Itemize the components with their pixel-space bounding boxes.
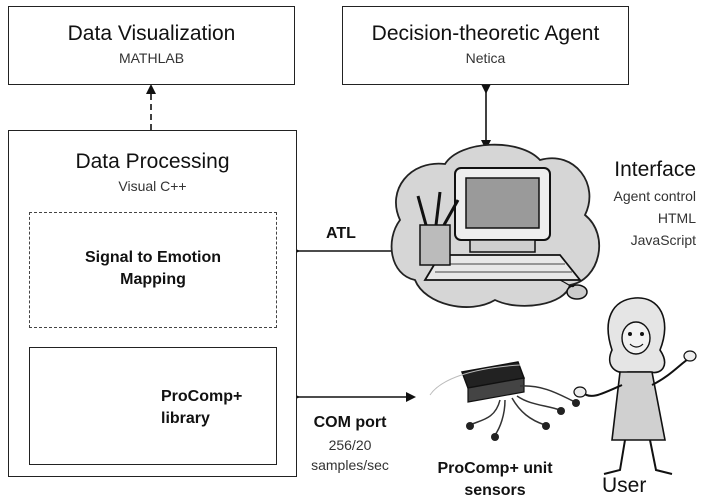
computer-icon	[390, 143, 601, 308]
interface-item-agent-control: Agent control	[613, 188, 697, 204]
com-port-rate: 256/20	[328, 437, 372, 453]
procomp-library-box: ProComp+ library	[29, 347, 277, 465]
user-icon	[573, 297, 697, 475]
atl-label: ATL	[326, 225, 356, 242]
procomp-unit-icon	[429, 361, 580, 441]
procomp-unit-label-line2: sensors	[464, 482, 526, 499]
signal-mapping-label-line1: Signal to Emotion	[85, 249, 221, 266]
signal-mapping-box: Signal to Emotion Mapping	[29, 212, 277, 328]
data-processing-subtitle: Visual C++	[118, 178, 187, 194]
user-label: User	[602, 474, 647, 497]
interface-title: Interface	[614, 158, 696, 181]
data-visualization-title: Data Visualization	[67, 22, 236, 45]
interface-item-javascript: JavaScript	[630, 232, 696, 248]
interface-item-html: HTML	[657, 210, 696, 226]
signal-mapping-label-line2: Mapping	[120, 271, 186, 288]
data-visualization-box: Data Visualization MATHLAB	[8, 6, 295, 85]
data-processing-title: Data Processing	[75, 150, 230, 173]
decision-agent-box: Decision-theoretic Agent Netica	[342, 6, 629, 85]
com-port-title: COM port	[313, 414, 387, 431]
data-visualization-subtitle: MATHLAB	[118, 50, 185, 66]
com-port-unit: samples/sec	[311, 457, 389, 473]
decision-agent-title: Decision-theoretic Agent	[371, 22, 600, 45]
procomp-library-line2: library	[161, 410, 210, 427]
procomp-unit-label-line1: ProComp+ unit	[437, 460, 553, 477]
decision-agent-subtitle: Netica	[465, 50, 506, 66]
procomp-library-line1: ProComp+	[161, 388, 243, 405]
